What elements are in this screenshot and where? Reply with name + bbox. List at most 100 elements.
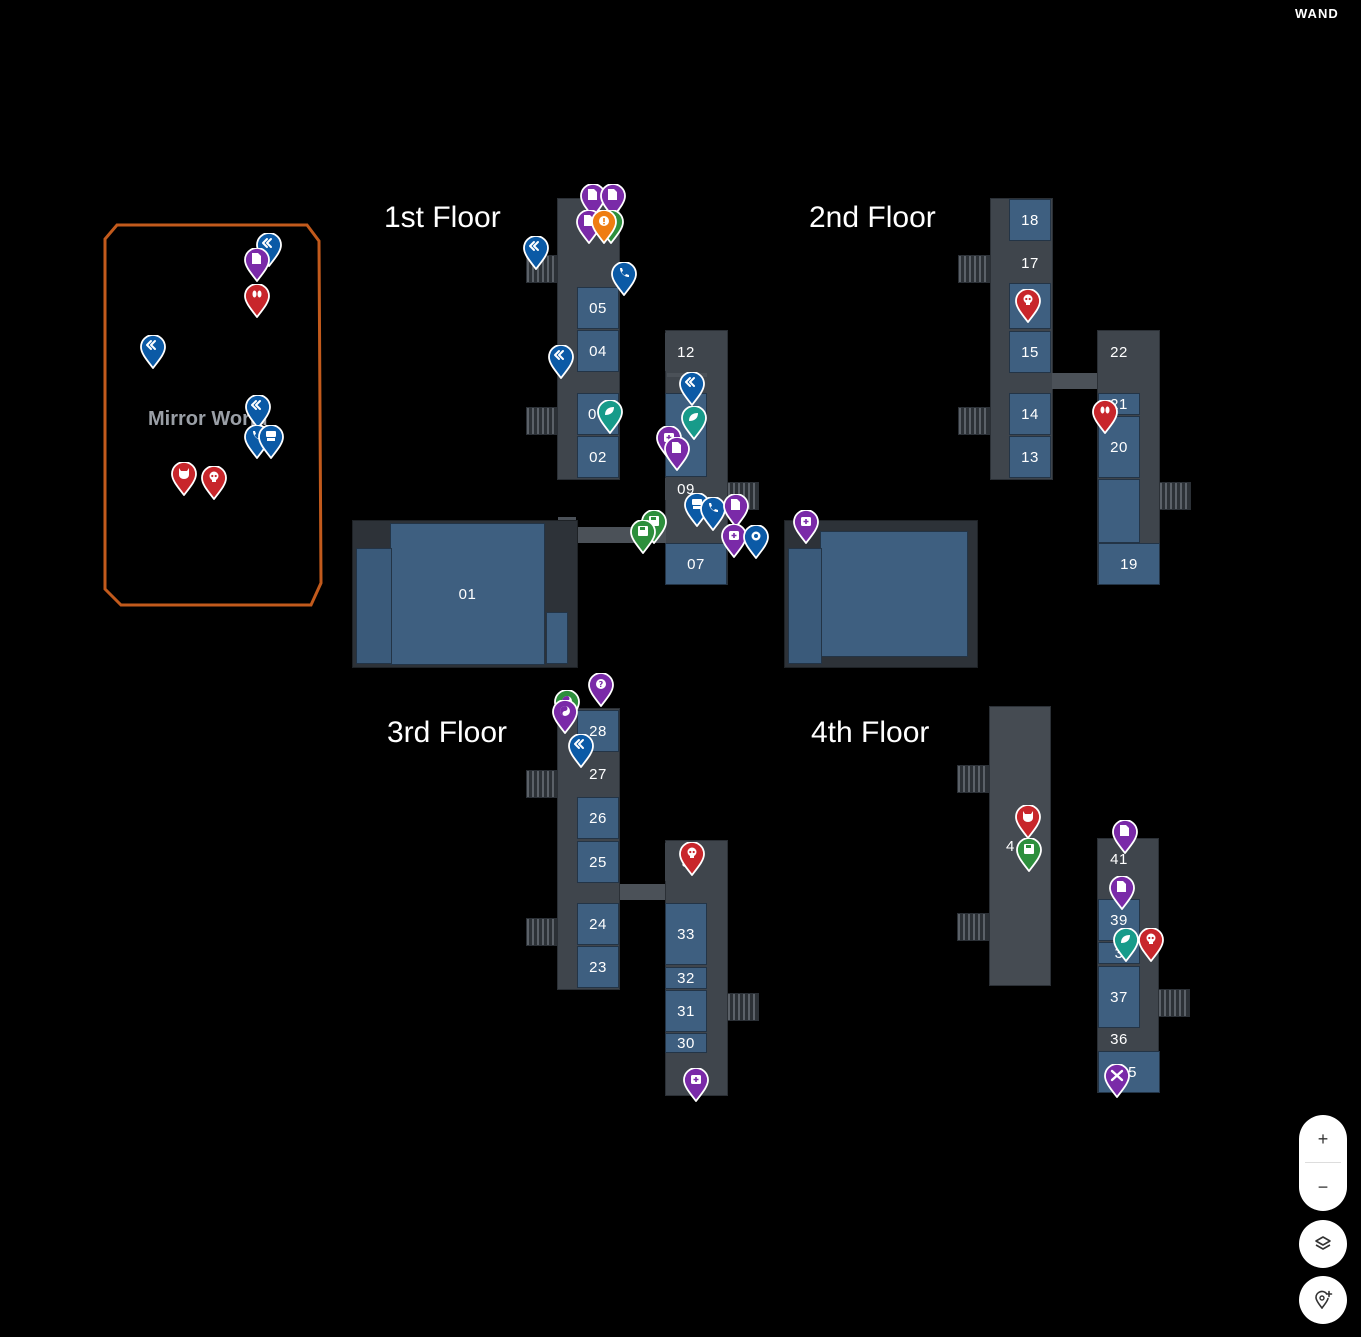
room-05[interactable]: 05 (577, 287, 619, 329)
add-marker-button[interactable] (1299, 1276, 1347, 1324)
room-33[interactable]: 33 (665, 903, 707, 965)
room-26[interactable]: 26 (577, 797, 619, 839)
marker-mirror-chevron-2[interactable] (140, 335, 166, 369)
skull-icon (679, 842, 705, 876)
zoom-divider (1305, 1162, 1341, 1163)
room-25[interactable]: 25 (577, 841, 619, 883)
room-07[interactable]: 07 (665, 543, 727, 585)
floor1-hall-stage (356, 548, 392, 664)
floor3-stairs-a (526, 770, 558, 798)
chevron-icon (245, 395, 271, 429)
marker-f1-med-2[interactable] (721, 524, 747, 558)
marker-f1-phone-2[interactable] (700, 497, 726, 531)
marker-f1-phone[interactable] (611, 262, 637, 296)
marker-f4-tools[interactable] (1104, 1064, 1130, 1098)
add-marker-icon (1315, 1290, 1333, 1309)
room-24[interactable]: 24 (577, 903, 619, 945)
marker-f4-skull[interactable] (1138, 928, 1164, 962)
marker-f3-chevron[interactable] (568, 734, 594, 768)
room-40[interactable]: 4 (1006, 837, 1015, 855)
doc-icon (664, 437, 690, 471)
marker-f4-save[interactable] (1016, 838, 1042, 872)
tools-icon (1104, 1064, 1130, 1098)
marker-f1-eye[interactable] (743, 525, 769, 559)
room-31[interactable]: 31 (665, 990, 707, 1032)
herb-icon (681, 406, 707, 440)
room-12[interactable]: 12 (665, 333, 707, 371)
room-27[interactable]: 27 (577, 755, 619, 793)
room-18[interactable]: 18 (1009, 199, 1051, 241)
marker-f4-cat[interactable] (1015, 805, 1041, 839)
room-04[interactable]: 04 (577, 330, 619, 372)
room-13[interactable]: 13 (1009, 436, 1051, 478)
med-icon (793, 510, 819, 544)
room-02[interactable]: 02 (577, 436, 619, 478)
chevron-icon (679, 372, 705, 406)
marker-f1-chevron-3[interactable] (679, 372, 705, 406)
save-icon (1016, 838, 1042, 872)
marker-f3-yin[interactable] (552, 700, 578, 734)
marker-mirror-feet[interactable] (244, 284, 270, 318)
floor1-east-hall[interactable] (820, 531, 968, 657)
marker-f1-doc-2[interactable] (600, 184, 626, 218)
marker-f1-herb[interactable] (597, 400, 623, 434)
room-22[interactable]: 22 (1098, 333, 1140, 371)
floor-title-1: 1st Floor (384, 201, 501, 234)
room-37[interactable]: 37 (1098, 966, 1140, 1028)
room-32[interactable]: 32 (665, 967, 707, 989)
marker-f2-skull[interactable] (1015, 289, 1041, 323)
marker-f4-doc-2[interactable] (1109, 876, 1135, 910)
marker-f3-skull[interactable] (679, 842, 705, 876)
marker-mirror-chevron-3[interactable] (245, 395, 271, 429)
room-01[interactable]: 01 (390, 523, 545, 665)
zoom-in-button[interactable]: + (1317, 1128, 1329, 1149)
doc-icon (600, 184, 626, 218)
layers-button[interactable] (1299, 1220, 1347, 1268)
floor1-small-room (546, 612, 568, 664)
marker-f1-doc-4[interactable] (664, 437, 690, 471)
herb-icon (1113, 928, 1139, 962)
marker-mirror-doc[interactable] (244, 248, 270, 282)
marker-f4-herb[interactable] (1113, 928, 1139, 962)
doc-icon (1112, 820, 1138, 854)
skull-icon (1015, 289, 1041, 323)
marker-f1-chevron-1[interactable] (523, 236, 549, 270)
room-15[interactable]: 15 (1009, 331, 1051, 373)
marker-mirror-skull[interactable] (201, 466, 227, 500)
feet-icon (244, 284, 270, 318)
floor2-stairs-b (958, 407, 990, 435)
room-30[interactable]: 30 (665, 1033, 707, 1053)
marker-f1-alert[interactable] (591, 210, 617, 244)
herb-icon (597, 400, 623, 434)
question-icon: ? (588, 673, 614, 707)
marker-f2-feet[interactable] (1092, 400, 1118, 434)
room-23[interactable]: 23 (577, 946, 619, 988)
marker-f1-doc-5[interactable] (723, 494, 749, 528)
doc-icon (244, 248, 270, 282)
room-19[interactable]: 19 (1098, 543, 1160, 585)
marker-f3-med[interactable] (683, 1068, 709, 1102)
marker-f3-question[interactable]: ? (588, 673, 614, 707)
marker-f1-med-3[interactable] (793, 510, 819, 544)
floor2-stairs-a (958, 255, 990, 283)
room-17[interactable]: 17 (1009, 244, 1051, 282)
feet-icon (1092, 400, 1118, 434)
marker-f4-doc-1[interactable] (1112, 820, 1138, 854)
zoom-out-button[interactable]: − (1317, 1176, 1329, 1197)
mirror-world-region[interactable] (103, 223, 323, 607)
chevron-icon (548, 345, 574, 379)
marker-f1-chevron-2[interactable] (548, 345, 574, 379)
floor4-stairs-b (957, 913, 989, 941)
floor2-corridor (1052, 373, 1098, 389)
marker-mirror-machine[interactable] (258, 425, 284, 459)
marker-f1-save-3[interactable] (630, 520, 656, 554)
marker-f1-herb-2[interactable] (681, 406, 707, 440)
floor-title-4: 4th Floor (811, 716, 930, 749)
floor1-stairs-b (526, 407, 558, 435)
skull-icon (201, 466, 227, 500)
chevron-icon (568, 734, 594, 768)
room-41[interactable]: 41 (1098, 841, 1140, 877)
room-36[interactable]: 36 (1098, 1029, 1140, 1049)
marker-mirror-cat[interactable] (171, 462, 197, 496)
room-14[interactable]: 14 (1009, 393, 1051, 435)
